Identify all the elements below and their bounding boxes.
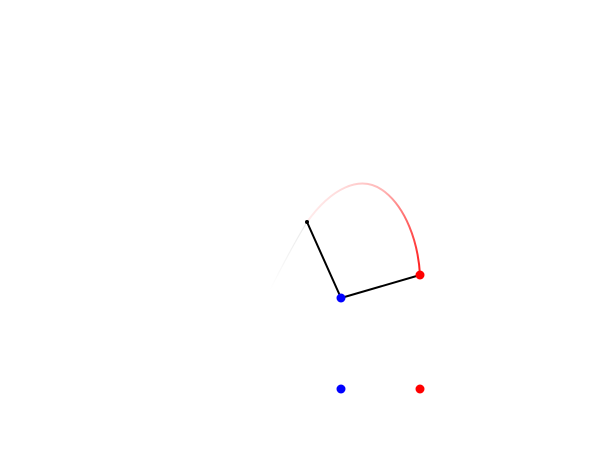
arm-elbow-joint (305, 220, 309, 224)
end-effector-trail (306, 182, 421, 276)
red-reference-marker (415, 384, 425, 394)
arm-base-joint (336, 293, 346, 303)
faint-trail (269, 221, 308, 291)
arm-link-lower (340, 274, 421, 299)
blue-reference-marker (336, 384, 346, 394)
arm-link-upper (306, 221, 342, 299)
arm-end-effector (415, 270, 425, 280)
